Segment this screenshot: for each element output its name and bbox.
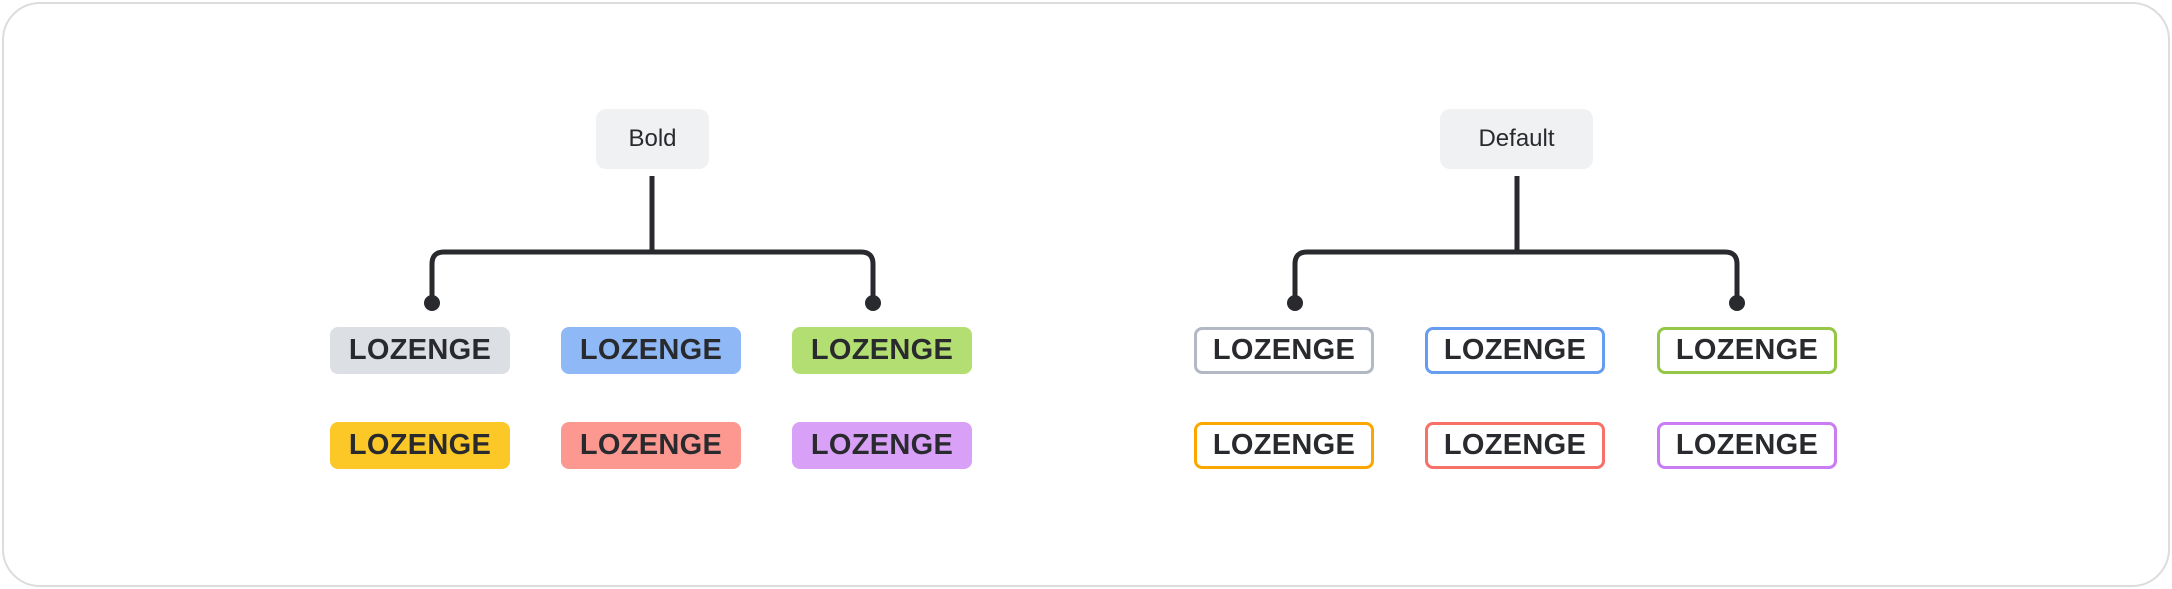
lozenge-filled: LOZENGE bbox=[561, 422, 741, 469]
connector-dot bbox=[424, 295, 440, 311]
lozenge-outlined: LOZENGE bbox=[1425, 327, 1605, 374]
lozenge-outlined: LOZENGE bbox=[1425, 422, 1605, 469]
lozenge-filled: LOZENGE bbox=[330, 327, 510, 374]
lozenge-outlined: LOZENGE bbox=[1657, 422, 1837, 469]
lozenge-filled: LOZENGE bbox=[792, 327, 972, 374]
connector-dot bbox=[1729, 295, 1745, 311]
group-label-bold: Bold bbox=[596, 109, 709, 169]
default-connector bbox=[1292, 176, 1740, 300]
bold-connector bbox=[429, 176, 876, 300]
lozenge-filled: LOZENGE bbox=[561, 327, 741, 374]
lozenge-outlined: LOZENGE bbox=[1194, 327, 1374, 374]
lozenge-filled: LOZENGE bbox=[792, 422, 972, 469]
lozenge-outlined: LOZENGE bbox=[1657, 327, 1837, 374]
group-label-default: Default bbox=[1440, 109, 1593, 169]
connector-dot bbox=[1287, 295, 1303, 311]
connector-dot bbox=[865, 295, 881, 311]
lozenge-filled: LOZENGE bbox=[330, 422, 510, 469]
lozenge-outlined: LOZENGE bbox=[1194, 422, 1374, 469]
